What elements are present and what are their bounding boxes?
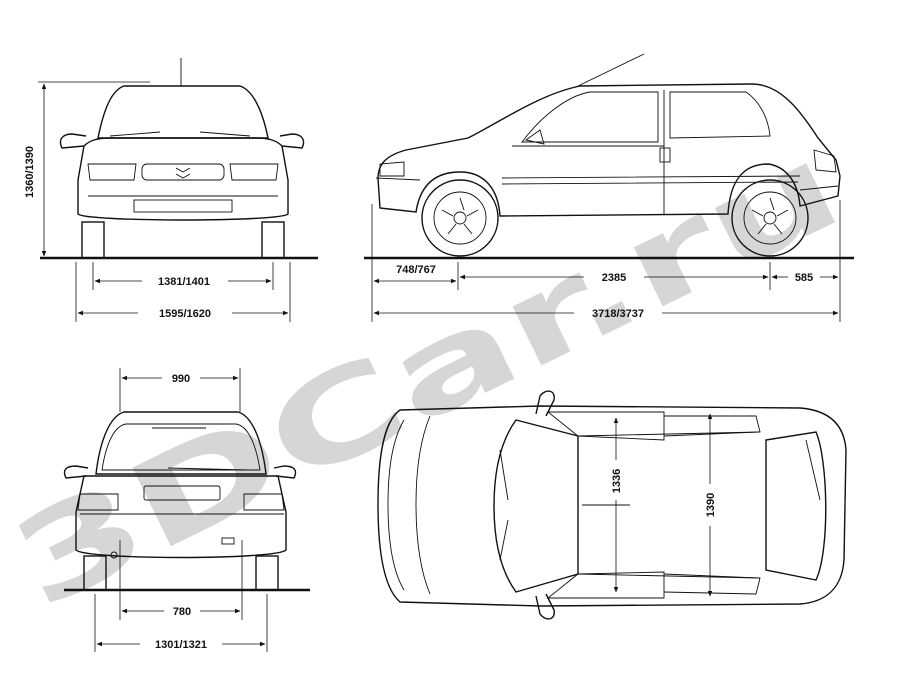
top-hood-line	[387, 419, 405, 591]
rear-body	[75, 475, 287, 559]
front-left-mirror	[59, 133, 87, 149]
rear-left-taillight	[77, 493, 119, 511]
front-windshield	[97, 85, 269, 139]
rear-wiper	[167, 467, 249, 471]
top-inner-width-bg	[606, 460, 626, 500]
front-right-tyre	[261, 221, 285, 259]
top-wipers	[499, 449, 509, 561]
front-right-headlight	[229, 163, 279, 181]
top-windshield	[493, 419, 579, 593]
side-body	[377, 83, 841, 217]
rear-reflector	[221, 537, 235, 545]
top-rear-wiper	[805, 439, 821, 501]
top-hood-crease	[415, 415, 431, 595]
side-rear-overhang-label: 585	[795, 272, 813, 284]
front-wipers	[109, 131, 251, 137]
rear-left-mirror	[63, 465, 89, 479]
rear-top-width-label: 990	[172, 373, 190, 385]
rear-plate-recess	[143, 485, 221, 501]
side-front-wheel	[421, 179, 499, 257]
top-inner-width-label: 1336	[611, 469, 623, 493]
rear-exhaust	[110, 551, 118, 559]
side-taillight	[813, 149, 837, 173]
side-length-label: 3718/3737	[592, 308, 644, 320]
front-body	[77, 137, 289, 221]
rear-inner-width-label: 780	[173, 606, 191, 618]
top-view: 1336 1390	[377, 390, 847, 620]
front-height-label: 1360/1390	[24, 146, 36, 198]
front-track-label: 1381/1401	[158, 276, 210, 288]
rear-right-mirror	[273, 465, 297, 479]
side-antenna	[577, 53, 645, 87]
top-rear-window	[765, 431, 827, 581]
front-left-tyre	[81, 221, 105, 259]
rear-window-frame	[95, 411, 267, 475]
rear-right-tyre	[255, 555, 279, 591]
front-width-label: 1595/1620	[159, 308, 211, 320]
side-front-overhang-bg	[386, 262, 446, 276]
front-view: 1360/1390 1381/1401 1595/1620	[24, 58, 318, 322]
rear-view: 990 780 1301/1321	[63, 368, 310, 652]
side-mirror	[524, 129, 545, 145]
side-rear-wheel	[731, 179, 809, 257]
side-rear-window	[669, 91, 771, 139]
top-left-window	[546, 411, 665, 441]
side-view: 748/767 2385 585 3718/3737	[364, 53, 854, 322]
side-bumpers	[375, 177, 839, 191]
top-body	[377, 405, 847, 607]
rear-window	[101, 423, 261, 471]
top-right-window	[546, 571, 665, 599]
rear-left-tyre	[83, 555, 107, 591]
front-logo-icon	[175, 167, 191, 179]
front-right-mirror	[279, 133, 305, 149]
top-width-label: 1390	[705, 493, 717, 517]
side-trim-strip	[501, 175, 801, 185]
front-bumper-vent	[133, 199, 233, 213]
front-grille	[141, 163, 225, 181]
side-front-window	[521, 91, 659, 143]
side-front-overhang-label: 748/767	[396, 264, 436, 276]
top-width-bg	[700, 484, 720, 526]
side-headlight	[379, 161, 405, 177]
front-left-headlight	[87, 163, 137, 181]
top-right-mirror	[535, 593, 555, 620]
top-roof-edges	[577, 431, 761, 579]
top-left-mirror	[535, 390, 555, 417]
side-door-handle	[659, 147, 671, 163]
rear-track-label: 1301/1321	[155, 639, 207, 651]
side-wheelbase-label: 2385	[602, 272, 626, 284]
rear-right-taillight	[243, 493, 285, 511]
